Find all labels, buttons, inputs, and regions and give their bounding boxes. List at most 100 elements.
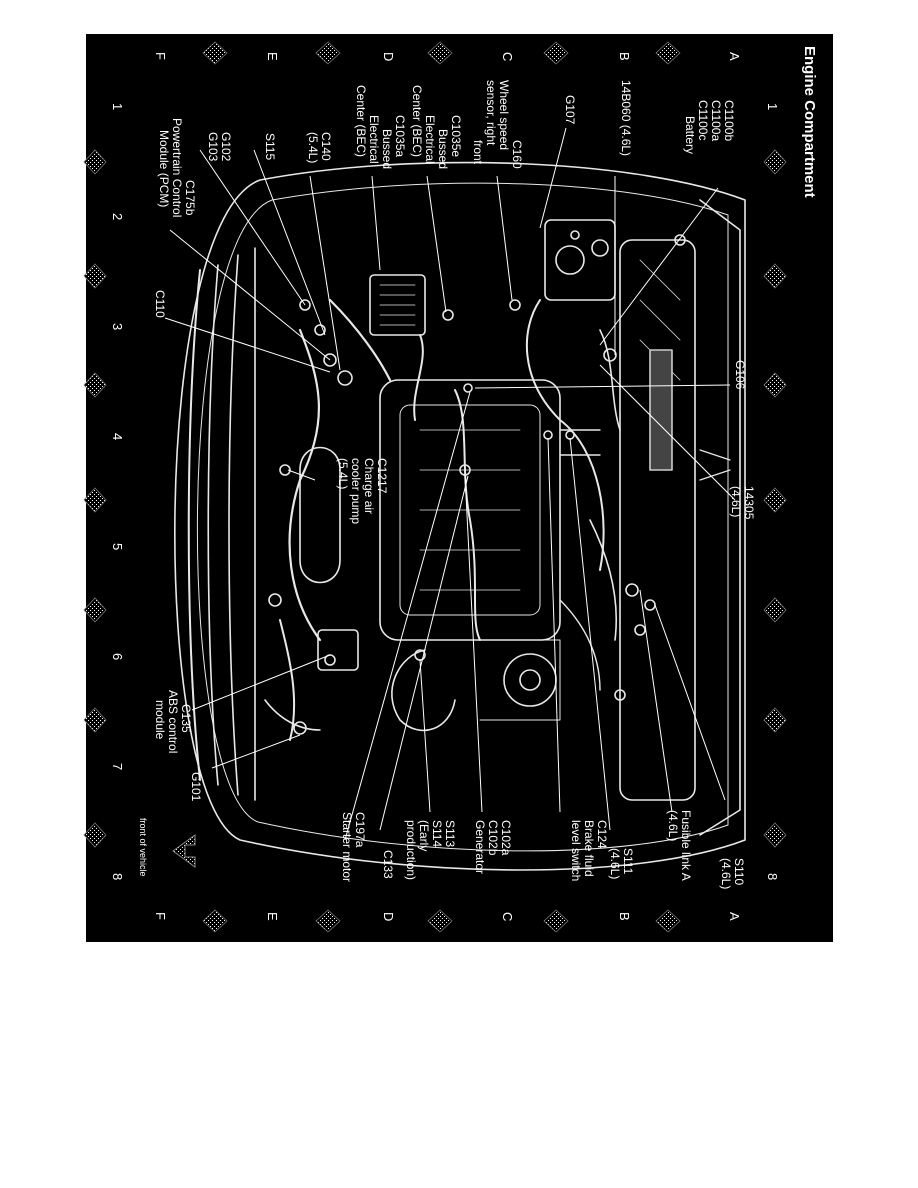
svg-text:C1035e: C1035e	[449, 115, 463, 157]
callout-g107: G107	[563, 95, 577, 125]
svg-text:C1217: C1217	[375, 458, 389, 494]
callout-c135: C135 ABS control module	[153, 690, 193, 753]
svg-text:sensor, right: sensor, right	[484, 80, 498, 146]
callout-s113: S113 S114 (Early production)	[404, 820, 457, 880]
front-of-vehicle-arrow	[172, 834, 196, 868]
callout-14b060: 14B060 (4.6L)	[619, 80, 633, 156]
svg-text:C135: C135	[179, 704, 193, 733]
svg-text:14305: 14305	[742, 486, 756, 520]
callout-c102: C102a C102b Generator	[473, 820, 513, 874]
row-label-b-bottom: B	[617, 912, 632, 921]
callout-14305: 14305 (4.6L)	[729, 486, 756, 520]
svg-text:Bussed: Bussed	[380, 129, 394, 169]
callout-s110: S110 (4.6L)	[719, 858, 746, 889]
svg-text:C140: C140	[319, 132, 333, 161]
svg-text:Center (BEC): Center (BEC)	[354, 85, 368, 157]
row-label-c-bottom: C	[500, 912, 515, 921]
svg-text:C102b: C102b	[486, 820, 500, 856]
svg-text:C102a: C102a	[499, 820, 513, 856]
svg-text:C110: C110	[153, 290, 167, 318]
grid-markers	[83, 41, 787, 933]
row-label-e-bottom: E	[265, 912, 280, 921]
svg-text:G103: G103	[206, 132, 220, 162]
svg-text:14B060 (4.6L): 14B060 (4.6L)	[619, 80, 633, 156]
svg-text:Electrical: Electrical	[367, 115, 381, 164]
svg-text:Brake fluid: Brake fluid	[582, 820, 596, 877]
column-label-7: 7	[110, 763, 125, 770]
callout-c160: C160 Wheel speed sensor, right front	[471, 80, 524, 169]
svg-text:C124: C124	[595, 820, 609, 849]
column-label-8-right: 8	[765, 873, 780, 880]
callout-c1217: C1217 Charge air cooler pump (5.4L)	[336, 458, 389, 524]
svg-text:Module (PCM): Module (PCM)	[157, 130, 171, 207]
row-label-a-bottom: A	[727, 912, 742, 921]
column-label-6: 6	[110, 653, 125, 660]
svg-text:Bussed: Bussed	[436, 129, 450, 169]
svg-text:Fusible link A: Fusible link A	[679, 810, 693, 881]
row-label-f: F	[153, 52, 168, 60]
column-label-1-right: 1	[765, 103, 780, 110]
svg-text:Battery: Battery	[683, 116, 697, 154]
svg-text:module: module	[153, 700, 167, 740]
svg-text:S110: S110	[732, 858, 746, 885]
callout-c140: C140 (5.4L)	[306, 132, 333, 163]
svg-text:C1100a: C1100a	[709, 100, 723, 141]
svg-text:(4.6L): (4.6L)	[729, 486, 743, 517]
svg-text:C133: C133	[381, 850, 395, 879]
column-label-2: 2	[110, 213, 125, 220]
svg-text:cooler pump: cooler pump	[349, 458, 363, 524]
front-of-vehicle-label: front of vehicle	[138, 818, 148, 877]
column-label-5: 5	[110, 543, 125, 550]
callout-s111: S111 (4.6L)	[608, 848, 635, 879]
callout-c175b: C175b Powertrain Control Module (PCM)	[157, 118, 197, 217]
callout-c1035a: C1035a Bussed Electrical Center (BEC)	[354, 85, 407, 169]
svg-text:front: front	[471, 140, 485, 165]
engine-compartment-illustration	[174, 161, 746, 871]
svg-text:Wheel speed: Wheel speed	[497, 80, 511, 150]
svg-text:G107: G107	[563, 95, 577, 125]
row-label-e: E	[265, 52, 280, 61]
svg-text:S114: S114	[430, 820, 444, 847]
svg-text:(4.6L): (4.6L)	[666, 810, 680, 841]
row-label-a: A	[727, 52, 742, 61]
column-label-8: 8	[110, 873, 125, 880]
svg-text:(Early: (Early	[417, 820, 431, 851]
svg-text:(4.6L): (4.6L)	[719, 858, 733, 889]
svg-text:C160: C160	[510, 140, 524, 169]
svg-text:ABS control: ABS control	[166, 690, 180, 753]
callout-c197a: C197a Starter motor	[340, 812, 367, 882]
column-label-1: 1	[110, 103, 125, 110]
svg-text:production): production)	[404, 820, 418, 880]
row-label-f-bottom: F	[153, 912, 168, 920]
svg-text:C197a: C197a	[353, 812, 367, 848]
svg-text:Charge air: Charge air	[362, 458, 376, 514]
row-label-d-bottom: D	[381, 912, 396, 921]
svg-text:Electrical: Electrical	[423, 115, 437, 164]
svg-text:G106: G106	[733, 360, 747, 390]
callout-c110: C110	[153, 290, 167, 318]
row-label-c: C	[500, 52, 515, 61]
leader-lines	[164, 127, 736, 841]
svg-text:Center (BEC): Center (BEC)	[410, 85, 424, 157]
svg-text:G101: G101	[189, 772, 203, 802]
diagram-panel	[86, 34, 833, 942]
callout-c1035e: C1035e Bussed Electrical Center (BEC)	[410, 85, 463, 169]
callout-g101: G101	[189, 772, 203, 802]
column-label-3: 3	[110, 323, 125, 330]
svg-text:C175b: C175b	[183, 180, 197, 216]
callout-s115: S115	[263, 133, 277, 160]
callout-g106: G106	[733, 360, 747, 390]
callout-c1100: C1100b C1100a C1100c Battery	[683, 100, 736, 154]
svg-text:Starter motor: Starter motor	[340, 812, 354, 882]
column-label-4: 4	[110, 433, 125, 440]
svg-text:(5.4L): (5.4L)	[306, 132, 320, 163]
svg-text:(4.6L): (4.6L)	[608, 848, 622, 879]
svg-text:Generator: Generator	[473, 820, 487, 874]
svg-text:C1100b: C1100b	[722, 100, 736, 141]
callout-fusible-link-a: Fusible link A (4.6L)	[666, 810, 693, 881]
callout-g102: G102 G103	[206, 132, 233, 162]
diagram-labels: Engine Compartment 1 2 3 4 5 6 7 8 1 8 A…	[110, 46, 818, 921]
callout-c133: C133	[381, 850, 395, 879]
svg-text:C1100c: C1100c	[696, 100, 710, 140]
